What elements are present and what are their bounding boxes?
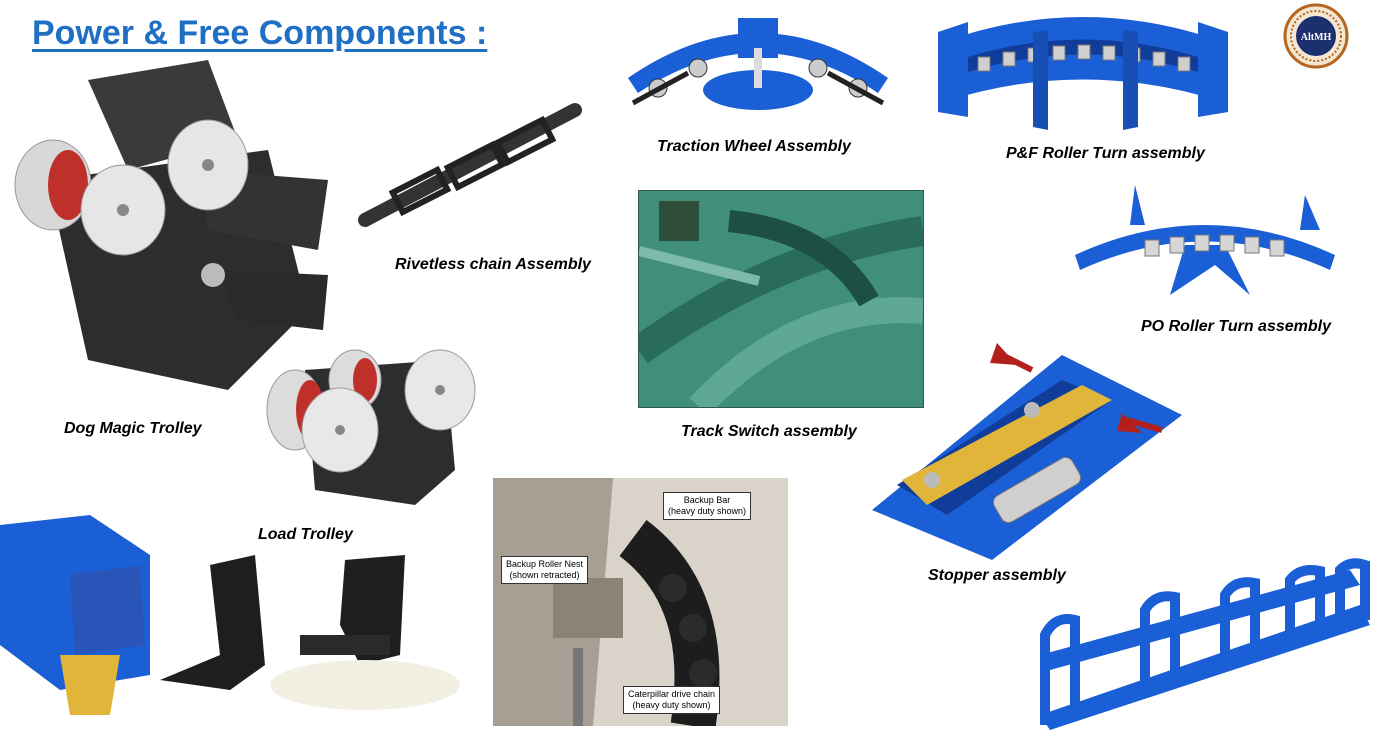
logo-text: AltMH: [1301, 32, 1332, 43]
page-title: Power & Free Components :: [32, 14, 488, 52]
guard-rail-image: [1040, 558, 1370, 730]
rivetless-chain-image: [358, 103, 582, 227]
logo-seal-icon: AltMH: [1283, 3, 1349, 69]
callout-backup-roller-nest: Backup Roller Nest (shown retracted): [501, 556, 589, 584]
altmh-logo: AltMH: [1283, 3, 1349, 69]
callout-backup-bar: Backup Bar (heavy duty shown): [663, 492, 752, 520]
caterpillar-drive-photo: Backup Bar (heavy duty shown) Backup Rol…: [493, 478, 788, 726]
caption-stopper: Stopper assembly: [928, 567, 1066, 584]
traction-wheel-image: [628, 18, 888, 110]
pf-roller-turn-image: [938, 17, 1228, 130]
stop-parts-image: [0, 515, 460, 715]
caption-load-trolley: Load Trolley: [258, 526, 353, 543]
caption-traction-wheel: Traction Wheel Assembly: [657, 138, 851, 155]
caption-pf-roller-turn: P&F Roller Turn assembly: [1006, 145, 1205, 162]
po-roller-turn-image: [1075, 185, 1335, 295]
callout-caterpillar-chain: Caterpillar drive chain (heavy duty show…: [623, 686, 721, 714]
load-trolley-image: [266, 349, 476, 505]
track-switch-photo: [638, 190, 924, 408]
dog-magic-trolley-image: [14, 60, 328, 390]
caption-dog-magic-trolley: Dog Magic Trolley: [64, 420, 202, 437]
caption-rivetless-chain: Rivetless chain Assembly: [395, 256, 591, 273]
stopper-assembly-image: [872, 343, 1182, 560]
track-switch-graphic: [639, 191, 923, 407]
caption-po-roller-turn: PO Roller Turn assembly: [1141, 318, 1331, 335]
caption-track-switch: Track Switch assembly: [681, 423, 857, 440]
